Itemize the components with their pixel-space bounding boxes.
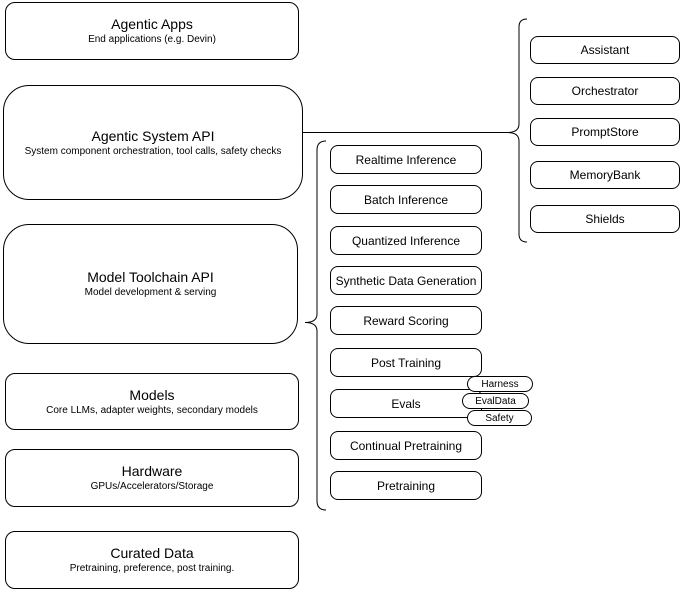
node-label: Assistant: [580, 43, 630, 57]
node-synthetic-data-generation: Synthetic Data Generation: [330, 266, 482, 295]
node-subtitle: Core LLMs, adapter weights, secondary mo…: [46, 404, 258, 416]
node-realtime-inference: Realtime Inference: [330, 145, 482, 174]
node-label: Realtime Inference: [355, 152, 457, 167]
badge-label: Safety: [485, 412, 514, 424]
node-label: Quantized Inference: [351, 233, 461, 248]
system-components-brace: [506, 18, 528, 243]
node-shields: Shields: [530, 205, 680, 233]
node-orchestrator: Orchestrator: [530, 77, 680, 105]
node-promptstore: PromptStore: [530, 118, 680, 146]
node-quantized-inference: Quantized Inference: [330, 226, 482, 255]
node-post-training: Post Training: [330, 348, 482, 377]
node-label: Orchestrator: [571, 84, 639, 98]
node-label: MemoryBank: [569, 168, 641, 182]
node-title: Agentic System API: [91, 127, 215, 144]
node-continual-pretraining: Continual Pretraining: [330, 431, 482, 460]
node-agentic-system-api: Agentic System API System component orch…: [3, 85, 303, 200]
node-label: Batch Inference: [363, 192, 449, 207]
toolchain-brace: [304, 140, 327, 511]
node-subtitle: End applications (e.g. Devin): [88, 34, 216, 45]
node-agentic-apps: Agentic Apps End applications (e.g. Devi…: [5, 2, 299, 60]
node-subtitle: Model development & serving: [84, 287, 217, 298]
node-label: Shields: [585, 212, 625, 226]
node-subtitle: System component orchestration, tool cal…: [24, 145, 282, 157]
badge-label: Harness: [481, 378, 519, 390]
node-curated-data: Curated Data Pretraining, preference, po…: [5, 531, 299, 589]
node-pretraining: Pretraining: [330, 471, 482, 500]
node-batch-inference: Batch Inference: [330, 185, 482, 214]
node-label: PromptStore: [571, 125, 639, 139]
node-title: Model Toolchain API: [87, 269, 214, 285]
node-subtitle: Pretraining, preference, post training.: [69, 563, 235, 574]
node-title: Curated Data: [110, 545, 194, 561]
node-label: Reward Scoring: [363, 313, 449, 328]
node-label: Post Training: [370, 355, 442, 370]
node-memorybank: MemoryBank: [530, 161, 680, 189]
badge-safety: Safety: [467, 410, 532, 426]
node-title: Models: [129, 386, 175, 403]
node-title: Hardware: [121, 463, 183, 479]
badge-evaldata: EvalData: [462, 393, 529, 409]
node-assistant: Assistant: [530, 36, 680, 64]
node-label: Pretraining: [376, 478, 436, 493]
node-label: Synthetic Data Generation: [335, 273, 477, 288]
node-hardware: Hardware GPUs/Accelerators/Storage: [5, 449, 299, 507]
node-label: Continual Pretraining: [349, 438, 463, 453]
node-label: Evals: [391, 396, 421, 411]
node-models: Models Core LLMs, adapter weights, secon…: [5, 373, 299, 430]
badge-harness: Harness: [467, 376, 533, 392]
node-subtitle: GPUs/Accelerators/Storage: [90, 481, 214, 492]
node-evals: Evals: [330, 389, 482, 418]
node-title: Agentic Apps: [111, 16, 193, 32]
node-reward-scoring: Reward Scoring: [330, 306, 482, 335]
node-model-toolchain-api: Model Toolchain API Model development & …: [3, 224, 298, 344]
badge-label: EvalData: [475, 395, 516, 407]
